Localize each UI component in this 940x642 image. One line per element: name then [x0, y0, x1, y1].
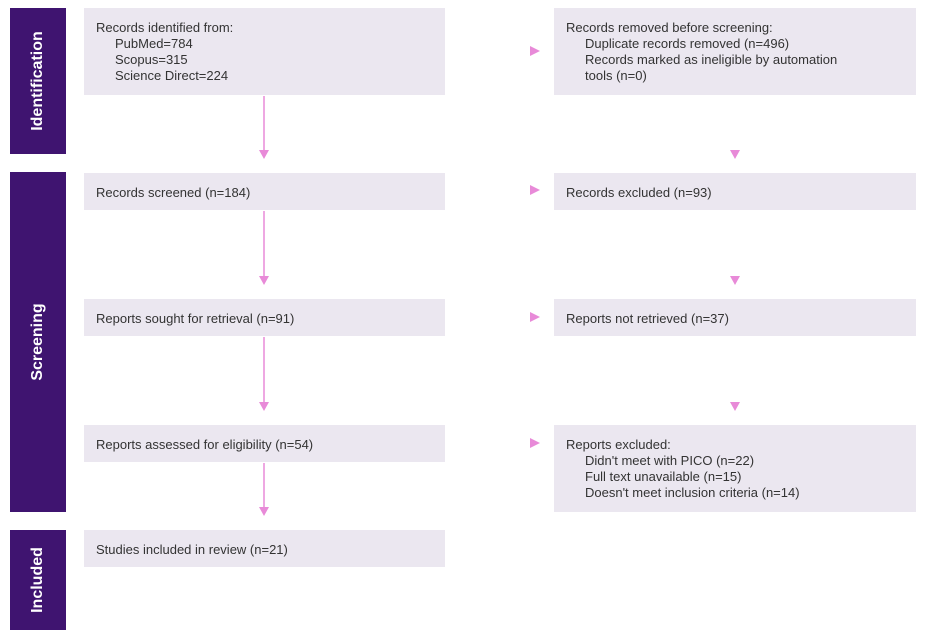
arrow-screened-to-sought [259, 211, 269, 285]
reports-excluded-criteria: Doesn't meet inclusion criteria (n=14) [585, 485, 800, 500]
box-reports-not-retrieved: Reports not retrieved (n=37) [554, 299, 916, 336]
phase-identification: Identification [10, 8, 66, 154]
arrow-assessed-to-included [259, 463, 269, 516]
arrow-screened-to-excluded [445, 185, 540, 195]
records-identified-sciencedirect: Science Direct=224 [115, 68, 229, 83]
records-removed-duplicates: Duplicate records removed (n=496) [585, 36, 790, 51]
arrow-not-retrieved-down [730, 337, 740, 411]
box-records-identified: Records identified from: PubMed=784 Scop… [84, 8, 445, 95]
arrow-sought-to-not-retrieved [445, 312, 540, 322]
box-reports-sought: Reports sought for retrieval (n=91) [84, 299, 445, 336]
box-studies-included: Studies included in review (n=21) [84, 530, 445, 567]
box-records-excluded: Records excluded (n=93) [554, 173, 916, 210]
arrow-identified-to-removed [445, 46, 540, 56]
arrow-excluded-down [730, 211, 740, 285]
records-removed-title: Records removed before screening: [566, 20, 773, 35]
arrow-assessed-to-reports-excluded [445, 438, 540, 448]
arrow-removed-down [730, 96, 740, 159]
reports-sought-text: Reports sought for retrieval (n=91) [96, 311, 295, 326]
reports-excluded-title: Reports excluded: [566, 437, 671, 452]
records-identified-scopus: Scopus=315 [115, 52, 188, 67]
studies-included-text: Studies included in review (n=21) [96, 542, 288, 557]
reports-excluded-fulltext: Full text unavailable (n=15) [585, 469, 742, 484]
box-records-screened: Records screened (n=184) [84, 173, 445, 210]
box-reports-assessed: Reports assessed for eligibility (n=54) [84, 425, 445, 462]
records-screened-text: Records screened (n=184) [96, 185, 251, 200]
records-excluded-text: Records excluded (n=93) [566, 185, 712, 200]
records-removed-automation-cont: tools (n=0) [585, 68, 647, 83]
box-reports-excluded: Reports excluded: Didn't meet with PICO … [554, 425, 916, 512]
records-identified-pubmed: PubMed=784 [115, 36, 193, 51]
records-identified-title: Records identified from: [96, 20, 234, 35]
phase-screening: Screening [10, 172, 66, 512]
reports-not-retrieved-text: Reports not retrieved (n=37) [566, 311, 729, 326]
box-records-removed: Records removed before screening: Duplic… [554, 8, 916, 95]
reports-assessed-text: Reports assessed for eligibility (n=54) [96, 437, 314, 452]
phase-included: Included [10, 530, 66, 630]
reports-excluded-pico: Didn't meet with PICO (n=22) [585, 453, 755, 468]
arrow-identified-to-screened [259, 96, 269, 159]
records-removed-automation: Records marked as ineligible by automati… [585, 52, 838, 67]
arrow-sought-to-assessed [259, 337, 269, 411]
